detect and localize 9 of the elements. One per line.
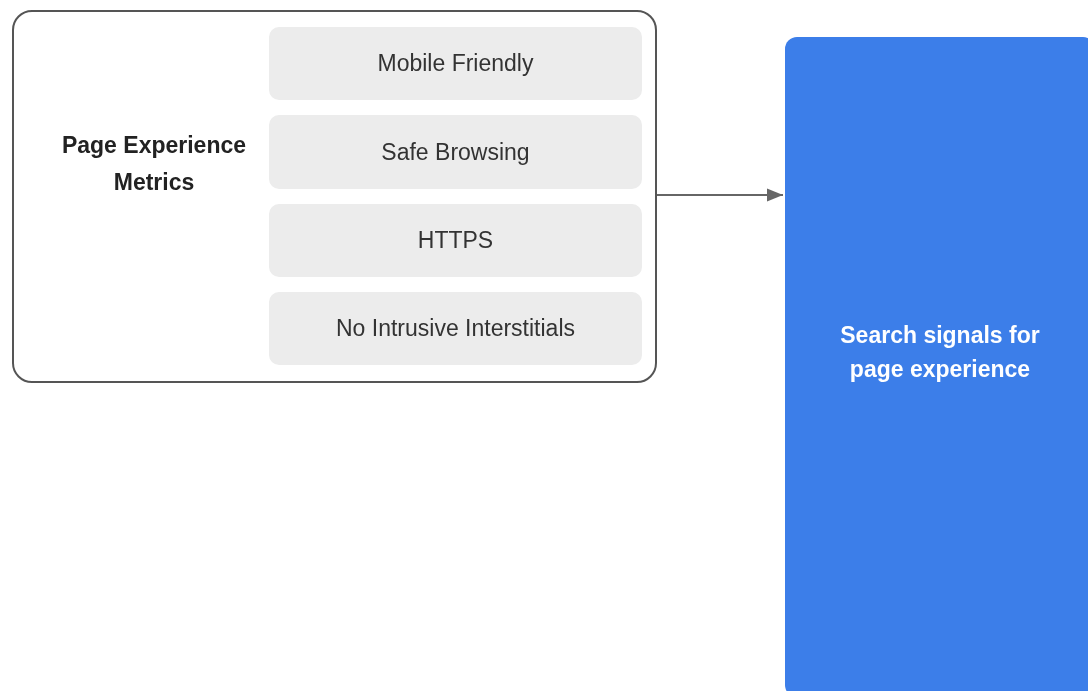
box-label: Safe Browsing — [381, 138, 530, 166]
group-heading: Page Experience Metrics — [60, 131, 248, 197]
signal-box — [785, 37, 1088, 691]
box-label: Mobile Friendly — [377, 50, 534, 77]
box-label: Search signals for page experience — [839, 320, 1041, 384]
box-label: No Intrusive Interstitials — [336, 315, 575, 342]
group-box — [12, 10, 657, 383]
arrow — [656, 188, 784, 202]
box-label: HTTPS — [417, 227, 494, 254]
